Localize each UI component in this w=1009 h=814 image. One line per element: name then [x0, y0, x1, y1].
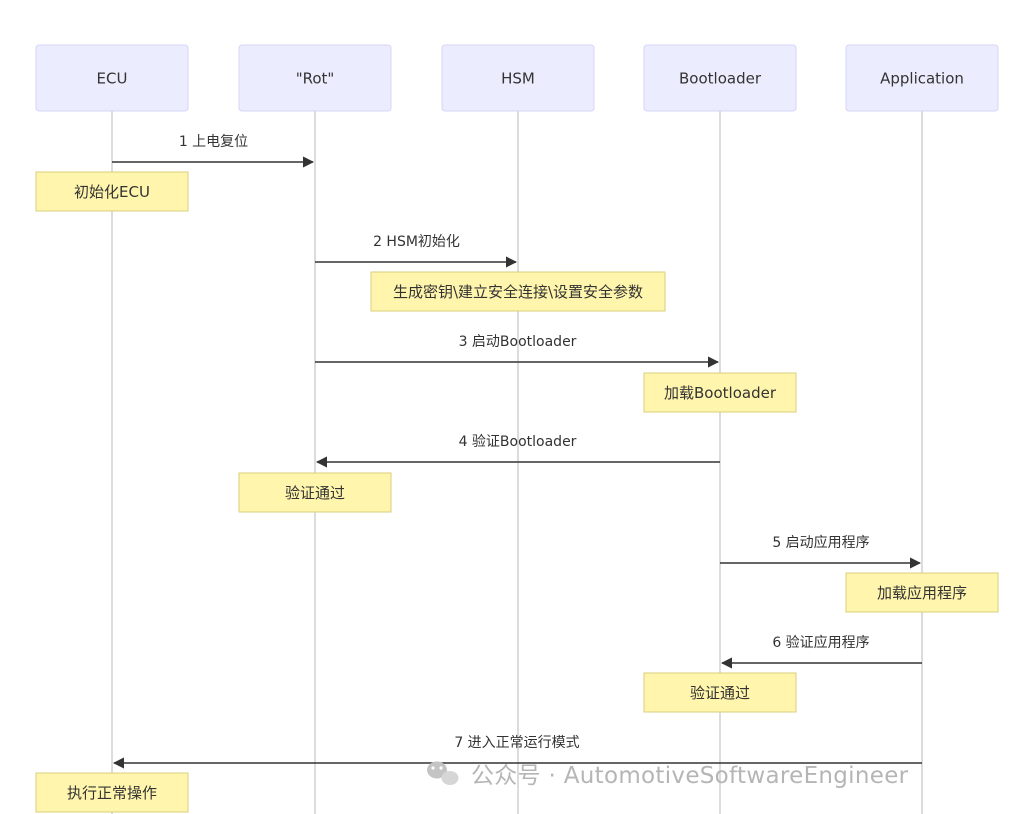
participant-box: [441, 44, 595, 112]
note-box: [35, 171, 189, 212]
note-text: 执行正常操作: [67, 784, 157, 802]
participant-4: Application: [845, 44, 999, 112]
note-7: 执行正常操作: [35, 772, 189, 813]
message-label: 2 HSM初始化: [373, 233, 460, 250]
note-text: 加载应用程序: [877, 584, 967, 602]
message-label: 5 启动应用程序: [772, 534, 869, 551]
note-box: [845, 572, 999, 613]
participant-label: Application: [880, 70, 964, 88]
watermark-text: 公众号 · AutomotiveSoftwareEngineer: [471, 763, 909, 789]
note-box: [643, 672, 797, 713]
note-box: [370, 271, 666, 312]
note-text: 验证通过: [690, 684, 750, 702]
participant-3: Bootloader: [643, 44, 797, 112]
messages: 1 上电复位 2 HSM初始化 3 启动Bootloader 4 验证Bootload…: [112, 133, 922, 769]
note-2: 生成密钥\建立安全连接\设置安全参数: [370, 271, 666, 312]
note-text: 初始化ECU: [74, 183, 150, 201]
participant-label: ECU: [97, 70, 128, 88]
message-5: 5 启动应用程序: [720, 534, 922, 569]
message-label: 3 启动Bootloader: [459, 334, 577, 350]
message-label: 4 验证Bootloader: [459, 434, 577, 450]
note-4: 验证通过: [238, 472, 392, 513]
note-box: [35, 772, 189, 813]
message-3: 3 启动Bootloader: [315, 334, 720, 368]
participant-box: [643, 44, 797, 112]
note-text: 加载Bootloader: [664, 384, 777, 402]
note-5: 加载应用程序: [845, 572, 999, 613]
participant-0: ECU: [35, 44, 189, 112]
message-2: 2 HSM初始化: [315, 233, 518, 268]
participant-2: HSM: [441, 44, 595, 112]
note-box: [238, 472, 392, 513]
note-1: 初始化ECU: [35, 171, 189, 212]
message-7: 7 进入正常运行模式: [112, 735, 922, 769]
message-4: 4 验证Bootloader: [315, 434, 720, 468]
wechat-icon: [427, 761, 459, 785]
note-text: 验证通过: [285, 484, 345, 502]
note-text: 生成密钥\建立安全连接\设置安全参数: [393, 283, 643, 301]
participants: ECU "Rot" HSM Bootloader Application: [35, 44, 999, 112]
note-box: [643, 372, 797, 413]
participant-label: Bootloader: [679, 70, 762, 88]
message-label: 1 上电复位: [179, 133, 248, 150]
participant-1: "Rot": [238, 44, 392, 112]
participant-label: HSM: [501, 70, 535, 88]
participant-box: [238, 44, 392, 112]
message-1: 1 上电复位: [112, 133, 315, 168]
participant-box: [845, 44, 999, 112]
note-6: 验证通过: [643, 672, 797, 713]
participant-label: "Rot": [296, 70, 335, 88]
participant-box: [35, 44, 189, 112]
message-label: 6 验证应用程序: [772, 634, 869, 651]
message-label: 7 进入正常运行模式: [454, 735, 579, 751]
watermark: 公众号 · AutomotiveSoftwareEngineer: [427, 761, 909, 789]
note-3: 加载Bootloader: [643, 372, 797, 413]
message-6: 6 验证应用程序: [720, 634, 922, 669]
